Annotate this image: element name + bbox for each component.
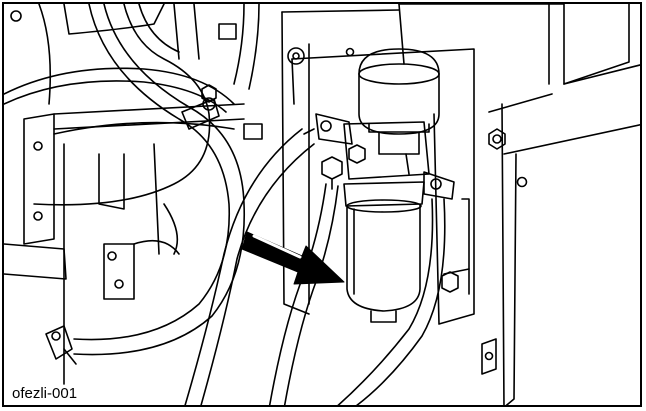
bolt-lower-mid <box>441 271 459 293</box>
hose-fitting-lower-left <box>45 325 77 365</box>
bracket-lower-right <box>481 338 497 375</box>
bolts <box>287 47 528 375</box>
callout-arrow <box>241 231 345 285</box>
technical-illustration <box>4 4 640 405</box>
filter-bowl <box>343 181 425 323</box>
left-frame <box>4 4 263 385</box>
illustration-frame: ofezli-001 <box>2 2 642 407</box>
fitting-left <box>321 156 343 190</box>
hose-center <box>268 183 339 405</box>
figure-caption: ofezli-001 <box>10 385 80 402</box>
fitting-right <box>423 171 455 200</box>
panel-bolt-right <box>488 128 506 150</box>
hose-long-left <box>33 4 211 206</box>
accumulator <box>358 48 440 155</box>
fitting-center <box>348 144 366 164</box>
panel-bolt-small <box>345 47 355 57</box>
housing-panel <box>281 4 640 405</box>
panel-bolt-top <box>287 47 305 65</box>
hose-right <box>337 198 446 405</box>
panel-hole-right <box>516 176 528 188</box>
